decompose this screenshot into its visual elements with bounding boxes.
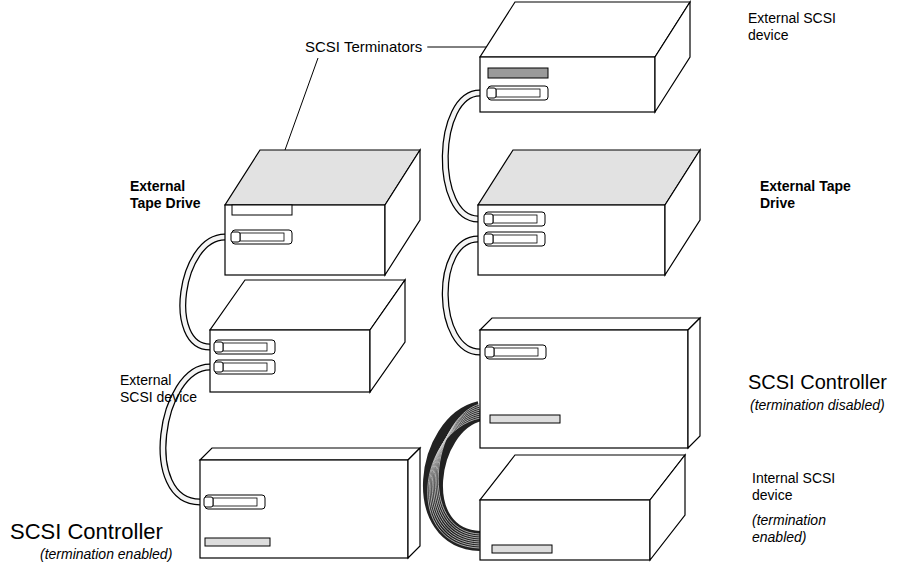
plug-hood [231, 232, 240, 242]
box-top [480, 318, 700, 330]
internal-header [490, 415, 560, 423]
box-front [480, 57, 655, 112]
device-label: SCSI Controller [10, 519, 200, 545]
device-label: External SCSI device [120, 372, 206, 406]
scsi-controller: SCSI Controller(termination disabled) [480, 318, 700, 448]
box-outline [480, 2, 690, 112]
external-device: External SCSI device [210, 280, 405, 392]
device-label: External Tape Drive [760, 178, 855, 212]
box-top [200, 448, 420, 460]
termination-note: (termination enabled) [752, 512, 847, 546]
tape-drive: External Tape Drive [478, 150, 700, 275]
box-front [480, 500, 650, 560]
device-label: Internal SCSI device [752, 470, 840, 504]
connector-shell [493, 235, 537, 243]
cable-core [445, 93, 480, 219]
scsi-connector [215, 360, 275, 374]
scsi-connector [215, 340, 275, 354]
box-front [478, 205, 665, 275]
scsi-connector [485, 232, 545, 246]
scsi-controller: SCSI Controller(termination enabled) [200, 448, 420, 558]
box-side [655, 2, 690, 112]
box-outline [478, 150, 700, 275]
plug-hood [484, 234, 493, 244]
box-side [688, 318, 700, 448]
plug-hood [487, 88, 496, 98]
scsi-cable [445, 239, 480, 352]
box-outline [480, 318, 700, 448]
scsi-connector [488, 86, 548, 100]
connector-shell [213, 498, 257, 506]
box-front [225, 205, 385, 275]
box-outline [225, 150, 420, 275]
scsi-connector [486, 345, 546, 359]
plug-hood [485, 347, 494, 357]
box-side [650, 455, 685, 560]
device-label: SCSI Controller [748, 370, 903, 394]
box-side [665, 150, 700, 275]
internal-device: Internal SCSI device(termination enabled… [480, 455, 685, 560]
scsi-terminator [232, 205, 292, 215]
cable-outline [445, 239, 480, 352]
internal-header [492, 545, 552, 553]
plug-hood [214, 362, 223, 372]
connector-shell [240, 233, 284, 241]
callout-label: SCSI Terminators [305, 38, 422, 56]
ribbon-body [433, 411, 480, 541]
connector-shell [496, 89, 540, 97]
connector-shell [494, 348, 538, 356]
box-front [210, 330, 370, 392]
termination-note: (termination disabled) [750, 397, 905, 414]
box-side [385, 150, 420, 275]
cable-outline [445, 93, 480, 219]
box-top [480, 455, 685, 500]
connector-shell [493, 215, 537, 223]
box-top [478, 150, 700, 205]
ribbon-cable [428, 404, 480, 548]
box-top [480, 2, 690, 57]
cable-core [445, 239, 480, 352]
termination-note: (termination enabled) [40, 546, 200, 563]
device-label: External Tape Drive [130, 178, 220, 212]
scsi-connector [485, 212, 545, 226]
box-outline [480, 455, 685, 560]
plug-hood [204, 497, 213, 507]
external-device: External SCSI device [480, 2, 690, 112]
device-label: External SCSI device [748, 10, 858, 44]
box-front [480, 330, 688, 448]
plug-hood [214, 342, 223, 352]
scsi-connector [205, 495, 265, 509]
box-side [408, 448, 420, 558]
box-outline [210, 280, 405, 392]
box-front [200, 460, 408, 558]
scsi-terminator [488, 68, 548, 78]
tape-drive: External Tape Drive [225, 150, 420, 275]
scsi-cable [445, 93, 480, 219]
internal-header [205, 538, 270, 546]
scsi-connector [232, 230, 292, 244]
connector-shell [223, 363, 267, 371]
box-outline [200, 448, 420, 558]
connector-shell [223, 343, 267, 351]
box-side [370, 280, 405, 392]
plug-hood [484, 214, 493, 224]
ribbon-strand [428, 418, 480, 548]
